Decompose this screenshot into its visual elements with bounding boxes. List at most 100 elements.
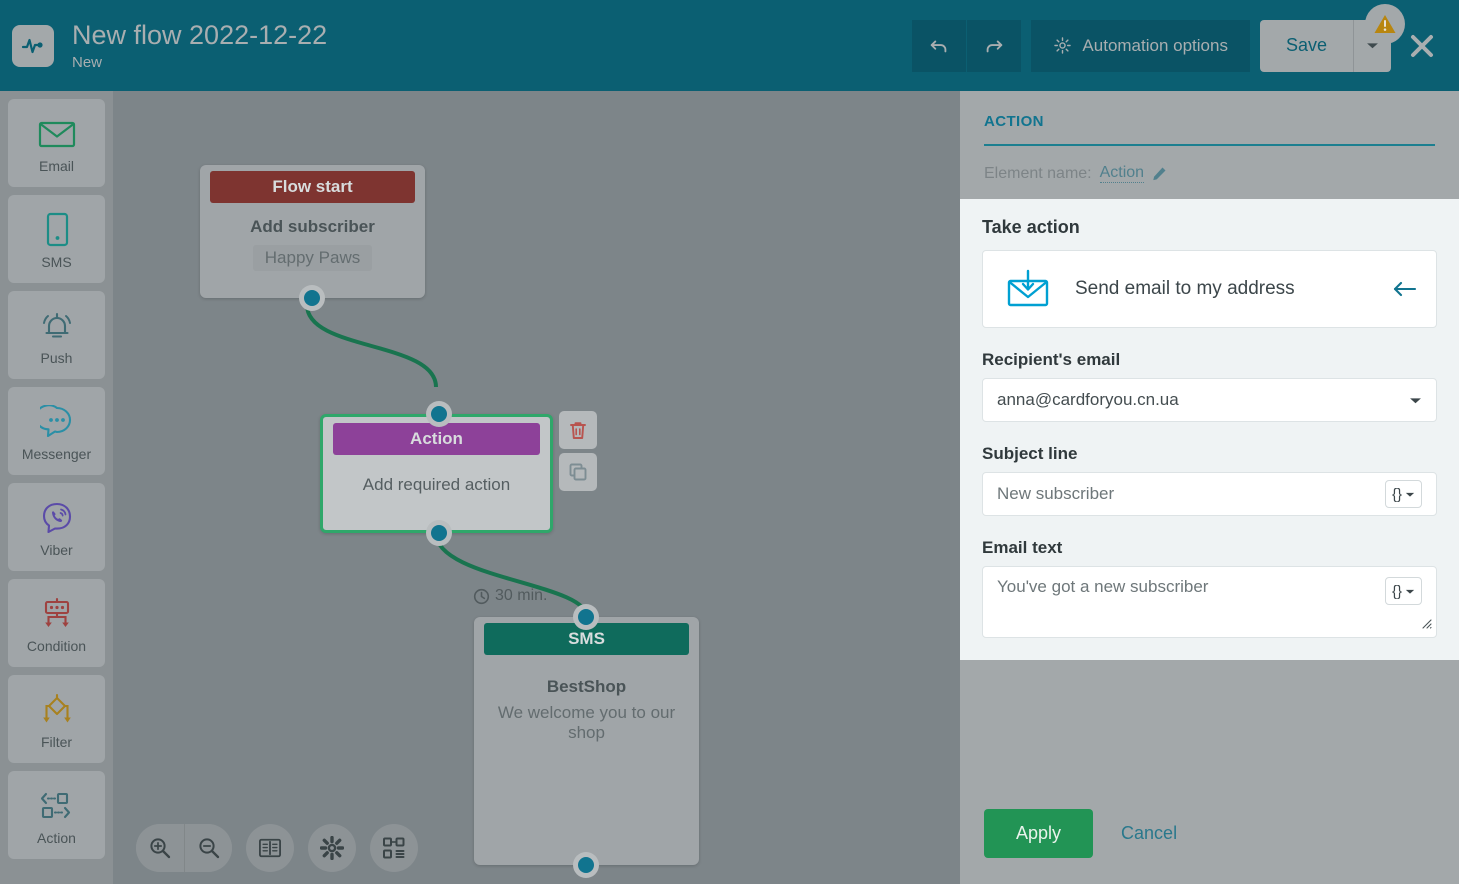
node-title: Add subscriber	[250, 217, 375, 236]
sidebar-item-viber[interactable]: Viber	[8, 483, 105, 571]
braces-dropdown-icon: {}	[1391, 582, 1402, 600]
sidebar-item-label: Action	[37, 830, 76, 846]
recipient-email-select[interactable]: anna@cardforyou.cn.ua	[982, 378, 1437, 422]
node-header: Action	[333, 423, 540, 455]
copy-icon	[569, 463, 587, 481]
action-arrows-icon	[37, 784, 77, 828]
automation-options-button[interactable]: Automation options	[1031, 19, 1250, 72]
sidebar-item-label: Viber	[40, 542, 73, 558]
panel-header: ACTION Element name: Action	[960, 91, 1459, 183]
subject-line-input[interactable]: New subscriber {}	[982, 472, 1437, 516]
node-title: BestShop	[546, 677, 627, 696]
recipient-email-label: Recipient's email	[982, 350, 1121, 369]
undo-button[interactable]	[912, 19, 967, 72]
warning-triangle-icon	[1374, 14, 1396, 33]
zoom-in-icon	[150, 838, 171, 859]
node-input-port[interactable]	[573, 604, 599, 630]
zoom-in-button[interactable]	[136, 824, 184, 872]
header-titles: New flow 2022-12-22 New	[72, 19, 327, 73]
node-output-port[interactable]	[299, 285, 325, 311]
flow-node-sms[interactable]: SMS BestShop We welcome you to our shop	[474, 604, 699, 878]
redo-button[interactable]	[967, 19, 1022, 72]
take-action-card: Take action Send email to my address Rec…	[960, 199, 1459, 660]
arrow-left-icon[interactable]	[1392, 279, 1418, 299]
sidebar-item-filter[interactable]: Filter	[8, 675, 105, 763]
trash-icon	[570, 421, 586, 439]
action-type-selector[interactable]: Send email to my address	[982, 250, 1437, 328]
sidebar-item-sms[interactable]: SMS	[8, 195, 105, 283]
resize-grip-icon[interactable]	[1419, 616, 1433, 635]
app-header: New flow 2022-12-22 New	[0, 0, 1459, 91]
mobile-phone-icon	[43, 208, 71, 252]
email-text-variable-button[interactable]: {}	[1384, 577, 1422, 605]
subject-variable-button[interactable]: {}	[1384, 480, 1422, 508]
element-name-value[interactable]: Action	[1099, 164, 1145, 183]
delete-node-button[interactable]	[559, 411, 597, 449]
caret-down-icon	[1405, 589, 1415, 594]
page-subtitle: New	[72, 53, 103, 71]
node-output-port[interactable]	[573, 852, 599, 878]
node-header: Flow start	[210, 171, 415, 203]
braces-dropdown-icon: {}	[1391, 485, 1402, 503]
element-name-label: Element name:	[984, 164, 1092, 182]
envelope-icon	[38, 112, 76, 156]
duplicate-node-button[interactable]	[559, 453, 597, 491]
flow-node-action[interactable]: Action Add required action	[320, 401, 597, 546]
close-icon	[1411, 34, 1433, 57]
delay-label: 30 min.	[473, 587, 547, 605]
header-actions: Automation options Save	[912, 0, 1459, 91]
condition-icon	[38, 592, 76, 636]
email-text-label: Email text	[982, 538, 1063, 557]
node-input-port[interactable]	[426, 401, 452, 427]
sidebar-item-push[interactable]: Push	[8, 291, 105, 379]
tab-action[interactable]: ACTION	[984, 113, 1435, 146]
sidebar-item-label: Email	[38, 158, 74, 174]
node-body: Add subscriber Happy Paws	[200, 203, 425, 287]
settings-button[interactable]	[308, 824, 356, 872]
sidebar-item-email[interactable]: Email	[8, 99, 105, 187]
sidebar-item-action[interactable]: Action	[8, 771, 105, 859]
node-body: Add required action	[323, 455, 550, 511]
undo-icon	[931, 40, 947, 52]
documentation-button[interactable]	[246, 824, 294, 872]
email-text-textarea[interactable]: You've got a new subscriber {}	[982, 566, 1437, 638]
node-body: BestShop We welcome you to our shop	[474, 655, 699, 759]
bell-icon	[38, 304, 76, 348]
pencil-icon[interactable]	[1152, 166, 1167, 181]
sidebar-item-condition[interactable]: Condition	[8, 579, 105, 667]
node-output-port[interactable]	[426, 520, 452, 546]
sidebar-item-messenger[interactable]: Messenger	[8, 387, 105, 475]
sidebar-item-label: Filter	[40, 734, 73, 750]
book-icon	[259, 838, 281, 858]
zoom-out-icon	[198, 838, 219, 859]
node-subtitle: We welcome you to our shop	[497, 703, 676, 742]
page-title: New flow 2022-12-22	[72, 19, 328, 50]
node-toolbar	[559, 411, 597, 491]
subject-line-label: Subject line	[982, 444, 1078, 463]
zoom-out-button[interactable]	[184, 824, 232, 872]
sidebar-item-label: Condition	[26, 638, 87, 654]
action-settings-panel: ACTION Element name: Action Take action …	[960, 91, 1459, 884]
flow-node-flow-start[interactable]: Flow start Add subscriber Happy Paws	[200, 165, 425, 311]
sidebar-item-label: Messenger	[21, 446, 92, 462]
sidebar-item-label: SMS	[41, 254, 72, 270]
delay-text: 30 min.	[495, 587, 548, 604]
node-title: Add required action	[362, 475, 511, 494]
redo-icon	[987, 40, 1003, 52]
node-chip: Happy Paws	[252, 245, 373, 271]
subject-line-value: New subscriber	[997, 484, 1115, 503]
close-button[interactable]	[1395, 19, 1449, 73]
save-button[interactable]: Save	[1259, 19, 1353, 72]
filter-diamond-icon	[38, 688, 76, 732]
cancel-button[interactable]: Cancel	[1121, 823, 1178, 843]
layout-button[interactable]	[370, 824, 418, 872]
apply-button[interactable]: Apply	[984, 809, 1094, 858]
status-badge[interactable]	[1365, 3, 1405, 44]
sidebar-item-label: Push	[40, 350, 73, 366]
canvas-toolbar	[136, 824, 418, 872]
chat-bubble-icon	[39, 400, 74, 444]
panel-footer: Apply Cancel	[960, 809, 1459, 884]
sitemap-icon	[383, 837, 405, 859]
element-name-row: Element name: Action	[984, 164, 1435, 183]
